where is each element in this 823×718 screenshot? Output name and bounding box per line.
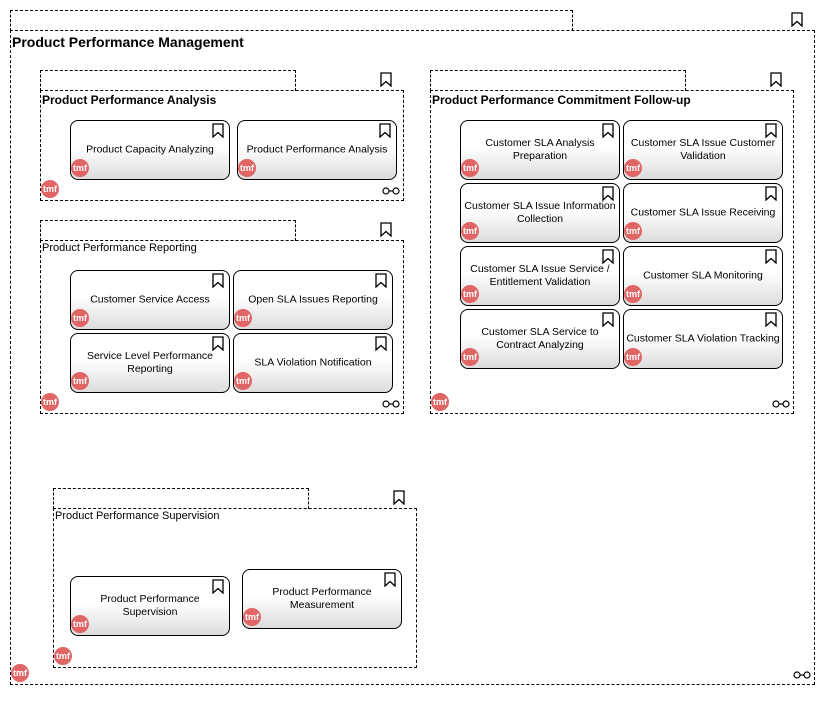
process-label: Product Capacity Analyzing <box>86 143 214 156</box>
bookmark-icon <box>765 312 777 327</box>
process-box[interactable]: Customer SLA Monitoring <box>623 246 783 306</box>
process-label: SLA Violation Notification <box>254 356 372 369</box>
tmf-badge: tmf <box>624 222 642 240</box>
link-icon <box>382 400 400 408</box>
process-box[interactable]: Customer SLA Issue Customer Validation <box>623 120 783 180</box>
process-label: Customer SLA Issue Receiving <box>630 206 776 219</box>
tmf-badge: tmf <box>624 159 642 177</box>
bookmark-icon <box>602 123 614 138</box>
process-label: Customer SLA Monitoring <box>643 269 763 282</box>
bookmark-icon <box>791 12 803 27</box>
process-box[interactable]: Product Performance Supervision <box>70 576 230 636</box>
bookmark-icon <box>375 336 387 351</box>
link-icon <box>772 400 790 408</box>
process-box[interactable]: Product Capacity Analyzing <box>70 120 230 180</box>
process-box[interactable]: Customer SLA Analysis Preparation <box>460 120 620 180</box>
tmf-badge: tmf <box>234 309 252 327</box>
analysis-group-title: Product Performance Analysis <box>42 93 217 107</box>
process-label: Service Level Performance Reporting <box>86 350 214 375</box>
process-box[interactable]: Open SLA Issues Reporting <box>233 270 393 330</box>
bookmark-icon <box>380 222 392 237</box>
process-box[interactable]: Product Performance Measurement <box>242 569 402 629</box>
process-label: Product Performance Supervision <box>100 593 200 618</box>
bookmark-icon <box>212 123 224 138</box>
reporting-group[interactable] <box>40 240 404 414</box>
outer-group[interactable] <box>10 30 815 685</box>
outer-group-title: Product Performance Management <box>12 34 244 50</box>
tmf-badge: tmf <box>234 372 252 390</box>
bookmark-icon <box>212 579 224 594</box>
tmf-badge: tmf <box>11 664 29 682</box>
link-icon <box>382 187 400 195</box>
tmf-badge: tmf <box>624 285 642 303</box>
process-label: Customer SLA Issue Information Collectio… <box>464 200 616 225</box>
reporting-group-tab <box>40 220 296 241</box>
tmf-badge: tmf <box>624 348 642 366</box>
outer-group-tab <box>10 10 573 31</box>
process-box[interactable]: Customer SLA Issue Service / Entitlement… <box>460 246 620 306</box>
process-box[interactable]: SLA Violation Notification <box>233 333 393 393</box>
bookmark-icon <box>765 123 777 138</box>
commitment-group[interactable] <box>430 90 794 414</box>
process-box[interactable]: Service Level Performance Reporting <box>70 333 230 393</box>
bookmark-icon <box>602 312 614 327</box>
process-box[interactable]: Customer SLA Issue Information Collectio… <box>460 183 620 243</box>
process-label: Customer SLA Service to Contract Analyzi… <box>481 326 599 351</box>
bookmark-icon <box>384 572 396 587</box>
process-box[interactable]: Customer SLA Service to Contract Analyzi… <box>460 309 620 369</box>
tmf-badge: tmf <box>238 159 256 177</box>
tmf-badge: tmf <box>461 222 479 240</box>
tmf-badge: tmf <box>54 647 72 665</box>
tmf-badge: tmf <box>461 348 479 366</box>
link-icon <box>793 671 811 679</box>
tmf-badge: tmf <box>461 285 479 303</box>
process-box[interactable]: Customer Service Access <box>70 270 230 330</box>
process-label: Customer Service Access <box>90 293 210 306</box>
process-box[interactable]: Product Performance Analysis <box>237 120 397 180</box>
process-label: Customer SLA Violation Tracking <box>626 332 780 345</box>
bookmark-icon <box>770 72 782 87</box>
bookmark-icon <box>602 249 614 264</box>
commitment-group-title: Product Performance Commitment Follow-up <box>432 93 691 107</box>
bookmark-icon <box>765 186 777 201</box>
bookmark-icon <box>380 72 392 87</box>
process-label: Product Performance Measurement <box>272 586 372 611</box>
bookmark-icon <box>379 123 391 138</box>
tmf-badge: tmf <box>41 393 59 411</box>
process-label: Customer SLA Issue Customer Validation <box>630 137 776 162</box>
supervision-group-tab <box>53 488 309 509</box>
tmf-badge: tmf <box>431 393 449 411</box>
commitment-group-tab <box>430 70 686 91</box>
tmf-badge: tmf <box>71 615 89 633</box>
process-box[interactable]: Customer SLA Violation Tracking <box>623 309 783 369</box>
tmf-badge: tmf <box>71 309 89 327</box>
process-label: Open SLA Issues Reporting <box>248 293 378 306</box>
tmf-badge: tmf <box>71 159 89 177</box>
bookmark-icon <box>602 186 614 201</box>
analysis-group-tab <box>40 70 296 91</box>
bookmark-icon <box>393 490 405 505</box>
bookmark-icon <box>765 249 777 264</box>
bookmark-icon <box>212 336 224 351</box>
supervision-group[interactable] <box>53 508 417 668</box>
process-label: Customer SLA Analysis Preparation <box>485 137 595 162</box>
bookmark-icon <box>212 273 224 288</box>
process-label: Product Performance Analysis <box>246 143 388 156</box>
tmf-badge: tmf <box>41 180 59 198</box>
reporting-group-title: Product Performance Reporting <box>42 242 197 254</box>
supervision-group-title: Product Performance Supervision <box>55 510 220 522</box>
bookmark-icon <box>375 273 387 288</box>
tmf-badge: tmf <box>461 159 479 177</box>
analysis-group[interactable] <box>40 90 404 201</box>
process-label: Customer SLA Issue Service / Entitlement… <box>470 263 610 288</box>
tmf-badge: tmf <box>71 372 89 390</box>
tmf-badge: tmf <box>243 608 261 626</box>
process-box[interactable]: Customer SLA Issue Receiving <box>623 183 783 243</box>
